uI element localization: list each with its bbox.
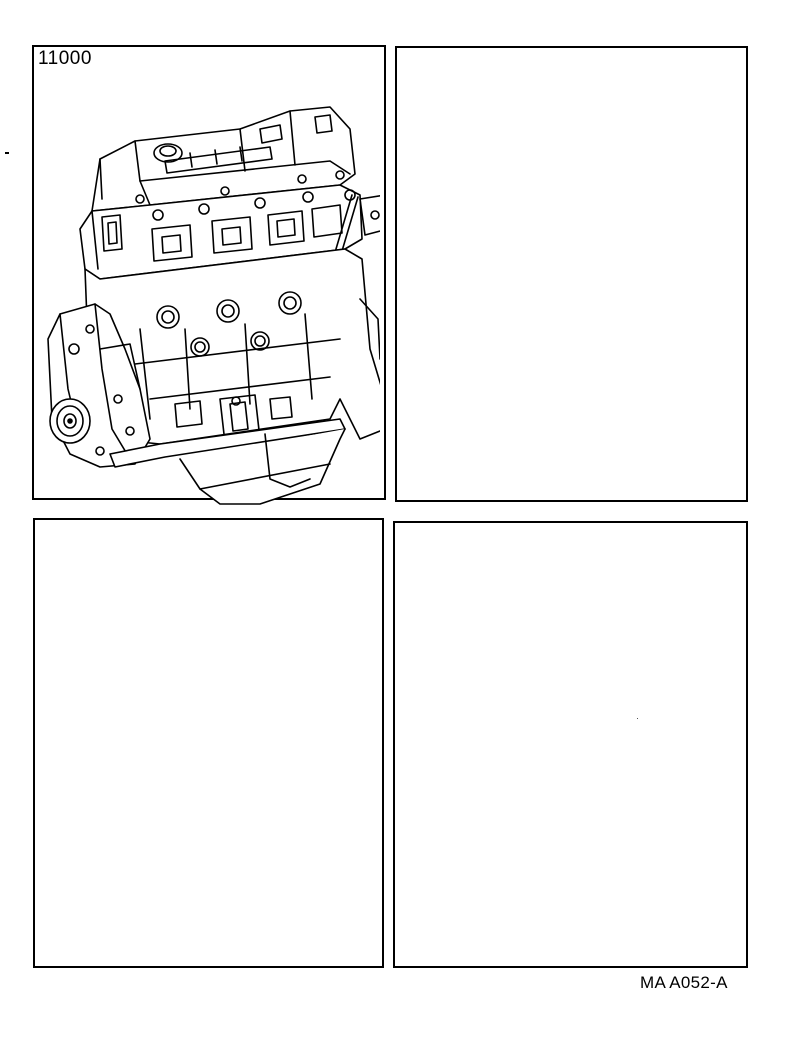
- drawing-code-label: MA A052-A: [640, 973, 728, 992]
- stray-mark: [5, 152, 9, 154]
- panel-empty-bottom-right: [393, 521, 748, 968]
- panel-engine-assembly: 11000: [32, 45, 386, 505]
- speck: [637, 718, 638, 719]
- engine-block-illustration: [47, 106, 380, 505]
- part-number-label: 11000: [38, 48, 92, 69]
- panel-empty-top-right: [395, 46, 748, 502]
- engine-block: [84, 248, 380, 445]
- crank-pulley: [49, 398, 91, 444]
- oil-pan: [109, 418, 346, 505]
- panel-empty-bottom-left: [33, 518, 384, 968]
